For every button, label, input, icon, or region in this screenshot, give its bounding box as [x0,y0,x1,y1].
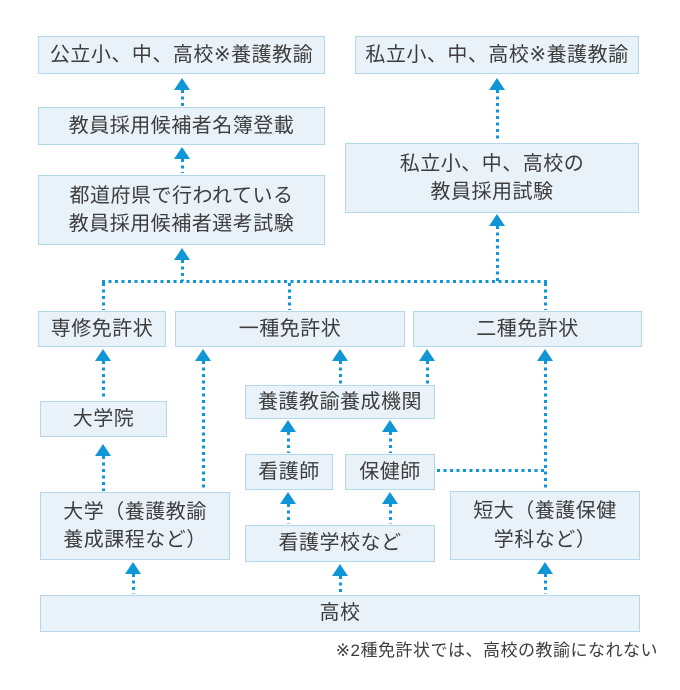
edge-privexam-to-private-arrowhead-icon [489,78,505,90]
node-prefectural-exam: 都道府県で行われている 教員採用候補者選考試験 [38,175,325,245]
node-roster: 教員採用候補者名簿登載 [38,107,325,145]
edge-roster-to-public-arrowhead-icon [174,78,190,90]
node-private-exam-line2: 教員採用試験 [430,181,554,203]
node-isshu-license-label: 一種免許状 [238,317,342,340]
node-nishu-license: 二種免許状 [413,311,642,347]
edge-license-collector-line [102,280,547,283]
edge-gradschool-to-senshu-stem [102,361,105,400]
edge-nurse-to-traininst-arrowhead-icon [280,420,296,432]
node-health-nurse-label: 保健師 [359,460,421,483]
edge-collector-to-privexam-stem [496,226,499,281]
edge-healthnurse-to-traininst-arrowhead-icon [382,420,398,432]
node-health-nurse: 保健師 [345,454,435,490]
node-training-institution: 養護教諭養成機関 [245,385,435,419]
edge-prefexam-to-roster-arrowhead-icon [174,147,190,159]
edge-university-to-gradschool-arrowhead-icon [95,444,111,456]
edge-collector-to-senshu [102,283,105,310]
node-nurse: 看護師 [245,454,333,490]
edge-collector-to-isshu [288,283,291,310]
node-private-exam: 私立小、中、高校の 教員採用試験 [345,143,639,213]
node-university: 大学（養護教諭 養成課程など） [40,492,230,560]
edge-traininst-to-isshu-arrowhead-icon [332,349,348,361]
edge-juniorcollege-to-nishu-stem [544,361,547,490]
edge-university-to-isshu-stem [202,361,205,490]
node-graduate-school-label: 大学院 [72,407,135,430]
node-prefectural-exam-line2: 教員採用候補者選考試験 [68,213,295,235]
node-private-school-label: 私立小、中、高校※養護教諭 [365,43,629,66]
node-university-line1: 大学（養護教諭 [63,500,207,523]
node-public-school-label: 公立小、中、高校※養護教諭 [49,43,314,66]
edge-privexam-to-private-stem [496,90,499,142]
edge-nursingschool-to-healthnurse-arrowhead-icon [382,492,398,504]
node-junior-college-line2: 学科など） [493,528,597,551]
node-junior-college-line1: 短大（養護保健 [473,500,617,523]
edge-highschool-to-juniorcollege-arrowhead-icon [537,562,553,574]
node-highschool: 高校 [40,595,640,632]
edge-juniorcollege-to-nishu-arrowhead-icon [537,349,553,361]
edge-traininst-to-nishu-arrowhead-icon [419,349,435,361]
edge-healthnurse-to-nishu-branch [437,469,544,472]
node-private-exam-line1: 私立小、中、高校の [399,152,585,175]
edge-traininst-to-nishu-stem [426,361,429,384]
edge-collector-to-prefexam-arrowhead-icon [174,248,190,260]
edge-prefexam-to-roster-stem [181,159,184,173]
node-senshu-license-label: 専修免許状 [50,317,154,340]
node-highschool-label: 高校 [319,602,361,625]
node-senshu-license: 専修免許状 [38,311,166,347]
edge-nursingschool-to-nurse-stem [287,504,290,524]
edge-highschool-to-nursingschool-stem [339,576,342,594]
node-university-line2: 養成課程など） [63,529,207,551]
node-private-school: 私立小、中、高校※養護教諭 [355,36,639,74]
edge-highschool-to-nursingschool-arrowhead-icon [332,564,348,576]
edge-gradschool-to-senshu-arrowhead-icon [95,349,111,361]
edge-nursingschool-to-healthnurse-stem [389,504,392,524]
node-isshu-license: 一種免許状 [175,311,405,347]
edge-highschool-to-juniorcollege-stem [544,574,547,594]
node-roster-label: 教員採用候補者名簿登載 [68,114,295,137]
edge-collector-to-prefexam-stem [181,260,184,281]
edge-collector-to-privexam-arrowhead-icon [489,214,505,226]
edge-university-to-isshu-arrowhead-icon [195,349,211,361]
edge-nurse-to-traininst-stem [287,432,290,453]
edge-collector-to-nishu [544,283,547,310]
edge-highschool-to-university-arrowhead-icon [125,562,141,574]
edge-university-to-gradschool-stem [102,456,105,491]
node-public-school: 公立小、中、高校※養護教諭 [38,36,325,74]
node-prefectural-exam-line1: 都道府県で行われている [69,184,294,207]
edge-roster-to-public-stem [181,90,184,106]
footnote: ※2種免許状では、高校の教諭になれない [335,641,658,660]
edge-healthnurse-to-traininst-stem [389,432,392,453]
node-graduate-school: 大学院 [40,401,167,437]
edge-highschool-to-university-stem [132,574,135,594]
node-training-institution-label: 養護教諭養成機関 [258,390,422,413]
node-nursing-school: 看護学校など [245,525,435,562]
edge-nursingschool-to-nurse-arrowhead-icon [280,492,296,504]
edge-traininst-to-isshu-stem [339,361,342,384]
node-nurse-label: 看護師 [258,460,320,483]
node-nishu-license-label: 二種免許状 [476,317,579,340]
node-nursing-school-label: 看護学校など [278,532,402,555]
node-junior-college: 短大（養護保健 学科など） [450,491,640,560]
